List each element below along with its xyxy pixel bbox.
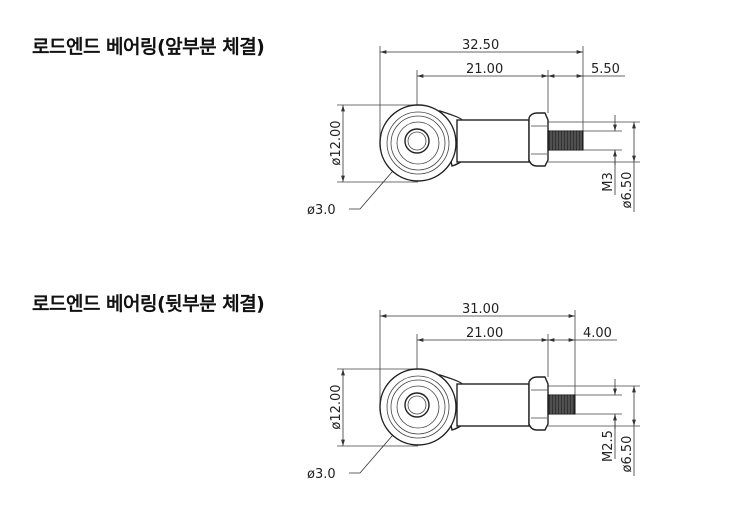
body-diameter-label: ø6.50 [620,436,635,473]
bore-diameter-label: ø3.0 [307,467,336,482]
section-title-rear: 로드엔드 베어링(뒷부분 체결) [32,293,265,315]
bore-diameter-label: ø3.0 [307,203,336,218]
overall-length-label: 32.50 [462,38,499,53]
center-to-nut-label: 21.00 [466,62,503,77]
rod-end-part [379,368,576,446]
thread-length-label: 5.50 [591,62,620,77]
rod-end-part [379,104,584,182]
eye-diameter-label: ø12.00 [329,384,344,429]
body-diameter-label: ø6.50 [620,172,635,209]
eye-diameter-label: ø12.00 [329,120,344,165]
thread-size-label: M3 [601,172,616,192]
section-title-front: 로드엔드 베어링(앞부분 체결) [32,36,265,58]
thread-length-label: 4.00 [583,326,612,341]
thread-size-label: M2.5 [601,430,616,462]
overall-length-label: 31.00 [462,302,499,317]
thread [547,394,576,415]
center-to-nut-label: 21.00 [466,326,503,341]
